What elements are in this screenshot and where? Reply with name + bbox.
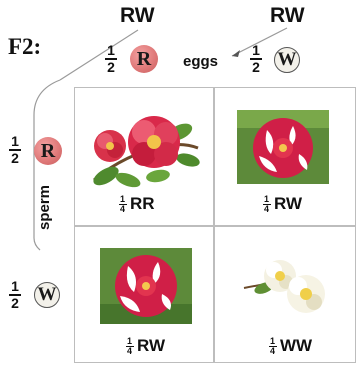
cell-label-rr: 1 4 RR [118, 194, 155, 214]
fraction-numerator: 1 [252, 42, 260, 58]
fraction-denominator: 4 [119, 203, 125, 214]
genotype-rr: RR [130, 194, 155, 213]
fraction-numerator: 1 [11, 133, 19, 149]
quarter-fraction: 1 4 [125, 335, 134, 356]
grid-divider-horizontal [74, 225, 356, 227]
genotype-rw-top: RW [274, 194, 303, 213]
genotype-rw-bottom: RW [137, 336, 166, 355]
fraction-numerator: 1 [11, 278, 19, 294]
quarter-fraction: 1 4 [268, 335, 277, 356]
allele-w-sperm: W [34, 282, 60, 308]
variegated-camellia-photo [100, 248, 192, 324]
allele-r-egg: R [130, 45, 158, 73]
fraction-denominator: 4 [269, 345, 275, 356]
fraction-numerator: 1 [263, 193, 269, 204]
red-camellia-photo [93, 116, 200, 188]
cell-label-rw-top: 1 4 RW [262, 194, 302, 214]
fraction-denominator: 4 [126, 345, 132, 356]
fraction-denominator: 2 [252, 58, 260, 75]
generation-label: F2: [8, 34, 42, 59]
egg-fraction-w: 1 2 [249, 43, 263, 75]
fraction-numerator: 1 [269, 335, 275, 346]
fraction-denominator: 4 [263, 203, 269, 214]
eggs-label: eggs [183, 53, 219, 70]
allele-w-egg: W [274, 47, 300, 73]
variegated-camellia-photo [237, 110, 329, 184]
sperm-fraction-r: 1 2 [8, 134, 22, 166]
quarter-fraction: 1 4 [118, 193, 127, 214]
sperm-label: sperm [36, 184, 53, 230]
egg-fraction-r: 1 2 [104, 43, 118, 75]
parent-genotype-right: RW [270, 4, 305, 27]
quarter-fraction: 1 4 [262, 193, 271, 214]
fraction-numerator: 1 [107, 42, 115, 58]
fraction-numerator: 1 [119, 193, 125, 204]
sperm-fraction-w: 1 2 [8, 279, 22, 311]
fraction-numerator: 1 [126, 335, 132, 346]
cell-label-ww: 1 4 WW [268, 336, 312, 356]
parent-genotype-left: RW [120, 4, 155, 27]
cell-label-rw-bottom: 1 4 RW [125, 336, 165, 356]
fraction-denominator: 2 [11, 149, 19, 166]
allele-r-sperm: R [34, 137, 62, 165]
fraction-denominator: 2 [107, 58, 115, 75]
fraction-denominator: 2 [11, 294, 19, 311]
genotype-ww: WW [280, 336, 313, 355]
white-camellia-photo [243, 260, 325, 313]
